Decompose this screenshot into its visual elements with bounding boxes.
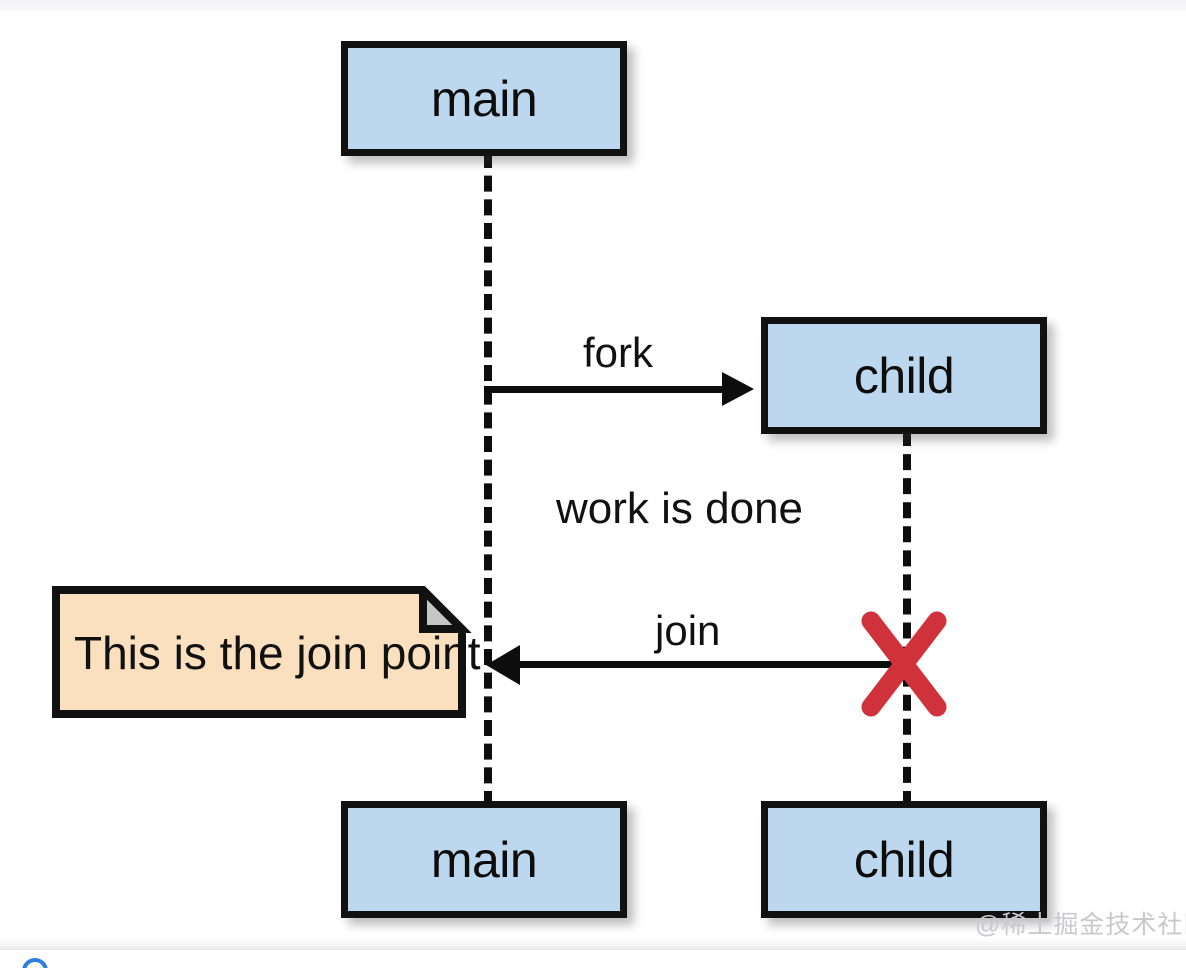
node-label: main — [430, 831, 538, 888]
node-label: main — [430, 70, 538, 127]
message-line-fork — [484, 386, 724, 393]
arrowhead-fork — [722, 372, 754, 406]
node-child-top[interactable]: child — [761, 317, 1047, 434]
page-bottom-edge — [0, 938, 1186, 950]
message-line-join — [520, 661, 903, 668]
arrowhead-join — [486, 645, 520, 685]
node-child-bottom[interactable]: child — [761, 801, 1047, 918]
node-label: child — [853, 347, 955, 404]
note-label: This is the join point — [74, 627, 481, 679]
watermark-text: @稀土掘金技术社区 — [975, 911, 1186, 939]
page-bottom-arc-icon — [22, 958, 48, 968]
node-main-top[interactable]: main — [341, 41, 627, 156]
terminate-x-icon — [858, 610, 950, 718]
page-top-edge — [0, 0, 1186, 14]
annotation-work-is-done: work is done — [556, 484, 804, 533]
message-label-fork: fork — [583, 329, 654, 376]
node-label: child — [853, 831, 955, 888]
message-label-join: join — [655, 607, 721, 654]
note-join-point[interactable]: This is the join point — [52, 586, 481, 718]
lifeline-child — [903, 430, 911, 807]
lifeline-main — [484, 152, 492, 807]
node-main-bottom[interactable]: main — [341, 801, 627, 918]
